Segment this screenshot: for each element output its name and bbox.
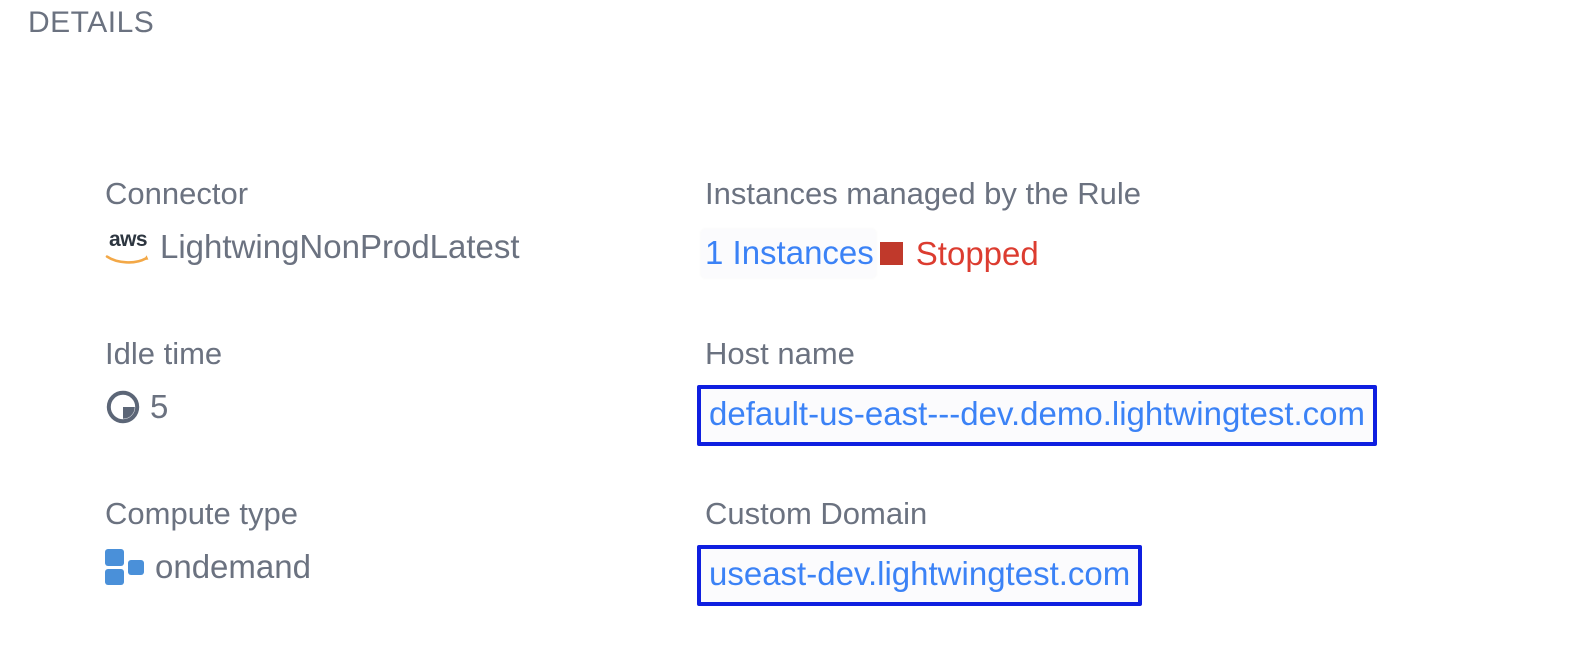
instances-label: Instances managed by the Rule xyxy=(705,176,1141,211)
clock-pie-icon xyxy=(105,389,141,425)
details-grid: Connector aws LightwingNonProdLatest Ins… xyxy=(105,178,1565,658)
host-name-label: Host name xyxy=(705,336,855,371)
host-name-box[interactable]: default-us-east---dev.demo.lightwingtest… xyxy=(697,385,1378,446)
instances-count-link[interactable]: 1 Instances xyxy=(701,229,876,278)
details-row-2: Idle time 5 Host name default-us-east---… xyxy=(105,338,1565,498)
field-custom-domain: Custom Domain useast-dev.lightwingtest.c… xyxy=(697,496,1565,606)
stopped-square-icon xyxy=(879,242,903,265)
page-title: DETAILS xyxy=(28,6,155,39)
compute-type-value: ondemand xyxy=(155,548,311,585)
compute-type-value-row: ondemand xyxy=(105,548,705,586)
field-instances: Instances managed by the Rule 1 Instance… xyxy=(701,176,1565,278)
aws-logo-icon: aws xyxy=(105,228,151,264)
aws-logo-wordmark: aws xyxy=(109,228,148,252)
details-row-3: Compute type ondemand Custom Domain usea… xyxy=(105,498,1565,658)
connector-label: Connector xyxy=(105,176,249,211)
idle-time-value-row: 5 xyxy=(105,388,705,425)
custom-domain-label: Custom Domain xyxy=(705,496,928,531)
compute-squares-icon xyxy=(105,549,145,586)
connector-value: LightwingNonProdLatest xyxy=(160,228,520,265)
host-name-value[interactable]: default-us-east---dev.demo.lightwingtest… xyxy=(709,395,1366,432)
instances-value-row: 1 Instances Stopped xyxy=(701,229,1565,278)
details-row-1: Connector aws LightwingNonProdLatest Ins… xyxy=(105,178,1565,338)
status-badge: Stopped xyxy=(915,235,1039,272)
field-idle-time: Idle time 5 xyxy=(105,338,705,425)
idle-time-label: Idle time xyxy=(105,336,223,371)
idle-time-value: 5 xyxy=(150,388,169,425)
field-compute-type: Compute type ondemand xyxy=(105,496,705,586)
custom-domain-box[interactable]: useast-dev.lightwingtest.com xyxy=(697,545,1143,606)
compute-type-label: Compute type xyxy=(105,496,298,531)
field-host-name: Host name default-us-east---dev.demo.lig… xyxy=(697,336,1565,446)
custom-domain-value[interactable]: useast-dev.lightwingtest.com xyxy=(709,555,1131,592)
field-connector: Connector aws LightwingNonProdLatest xyxy=(105,178,705,265)
connector-value-row: aws LightwingNonProdLatest xyxy=(105,228,705,265)
